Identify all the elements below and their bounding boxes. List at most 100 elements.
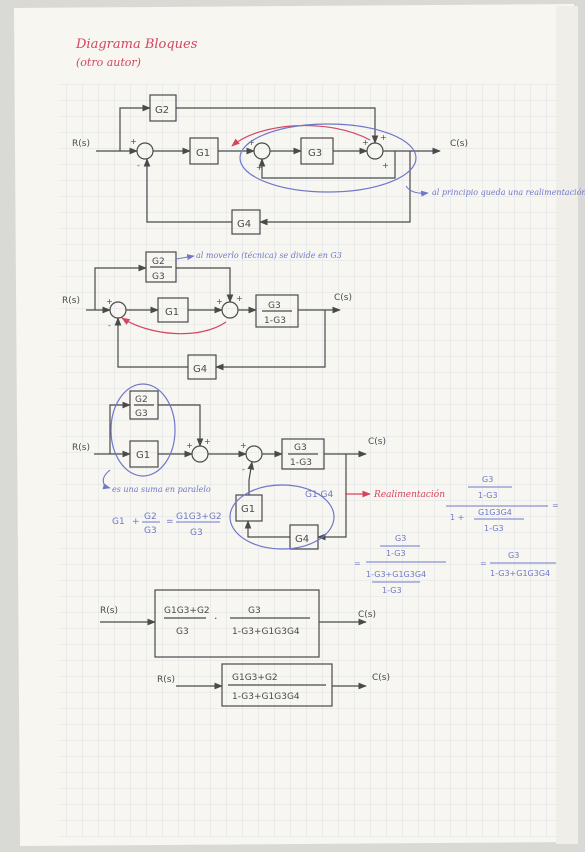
d3-block-top-den: G3 xyxy=(135,409,148,419)
d3-sign-2: + xyxy=(204,437,211,446)
d3-par-rhs-den: G3 xyxy=(190,528,203,538)
f3-den: 1-G3+G1G3G4 xyxy=(490,569,550,578)
d1-sign-2: - xyxy=(137,161,140,170)
d1-g4-feedback-out xyxy=(143,158,232,223)
d5-input-label: R(s) xyxy=(157,675,175,685)
f2-lead-eq: = xyxy=(354,559,361,568)
d3-block-fb-den: 1-G3 xyxy=(290,458,312,468)
d4-output-label: C(s) xyxy=(358,610,376,620)
f2-den: 1-G3+G1G3G4 xyxy=(366,570,426,579)
d1-block-g1-label: G1 xyxy=(196,148,210,159)
d1-sign-6: + xyxy=(380,133,387,142)
f3-num: G3 xyxy=(508,551,519,560)
d3-purple-parallel-ring xyxy=(110,383,176,477)
d2-output-label: C(s) xyxy=(334,293,352,303)
f1-top-num: G3 xyxy=(482,475,493,484)
d3-sign-1: + xyxy=(186,441,193,450)
f2-den-den: 1-G3 xyxy=(382,586,402,595)
d1-block-g2-label: G2 xyxy=(155,105,169,116)
d1-output-label: C(s) xyxy=(450,139,468,149)
f3-eq: = xyxy=(480,559,487,568)
d3-top-branch-in xyxy=(109,401,131,454)
d3-block-g1-label: G1 xyxy=(136,450,150,461)
d2-sign-3: + xyxy=(216,297,223,306)
f1-eq: = xyxy=(552,501,559,510)
d3-block-loop-g4-label: G4 xyxy=(295,534,309,545)
d2-block-g2g3-num: G2 xyxy=(152,257,165,267)
diagram-1: R(s) G1 G3 C(s) G2 G4 + - + + + + + xyxy=(72,94,468,235)
diagram-4: R(s) G1G3+G2 G3 · G3 1-G3+G1G3G4 C(s) xyxy=(100,589,376,658)
d1-g2-branch-in xyxy=(119,104,151,151)
d2-block-g4-label: G4 xyxy=(193,364,207,375)
d3-sign-3: + xyxy=(240,441,247,450)
d3-parallel-formula: G1 + G2 G3 = G1G3+G2 G3 xyxy=(112,512,222,538)
d2-block-g2g3 xyxy=(145,251,177,283)
diagram-2: R(s) G1 G3 1-G3 C(s) G2 G3 G4 + - + + xyxy=(62,251,352,380)
f2-num-den: 1-G3 xyxy=(386,549,406,558)
d3-purple-loop-ring xyxy=(229,484,335,550)
diagram-5: R(s) G1G3+G2 1-G3+G1G3G4 C(s) xyxy=(157,663,390,707)
d3-purple-pointer xyxy=(102,469,111,490)
d3-par-lhs-den: G3 xyxy=(144,526,157,536)
d2-purple-pointer xyxy=(175,254,195,261)
d1-inner-feedback xyxy=(258,151,396,179)
d1-sign-5: + xyxy=(362,138,369,147)
d3-par-rhs-num: G1G3+G2 xyxy=(176,512,222,522)
d1-purple-pointer xyxy=(405,185,429,197)
d3-block-fb-num: G3 xyxy=(294,443,307,453)
d1-input-label: R(s) xyxy=(72,139,90,149)
d3-realim-label: Realimentación xyxy=(373,489,445,500)
d5-output-label: C(s) xyxy=(372,673,390,683)
d4-right-den: 1-G3+G1G3G4 xyxy=(232,627,300,637)
page-title: Diagrama Bloques xyxy=(75,37,198,52)
d3-par-op: + xyxy=(132,517,140,527)
d2-sign-2: - xyxy=(108,321,111,330)
f1-top-den: 1-G3 xyxy=(478,491,498,500)
d3-par-eq: = xyxy=(166,517,174,527)
d2-top-branch-out xyxy=(176,267,234,303)
d2-sign-1: + xyxy=(106,297,113,306)
d5-block xyxy=(221,663,333,707)
d1-sign-3: + xyxy=(248,138,255,147)
d3-realim-formula: G3 1-G3 1 + G1G3G4 1-G3 = G3 1-G3 = 1-G3… xyxy=(354,475,559,595)
d1-g4-feedback-in xyxy=(259,151,411,226)
right-edge-shadow xyxy=(556,6,578,844)
d3-note: es una suma en paralelo xyxy=(112,485,211,494)
page-subtitle: (otro autor) xyxy=(76,56,141,69)
f1-bot-den: 1-G3 xyxy=(484,524,504,533)
d5-num: G1G3+G2 xyxy=(232,673,278,683)
d5-den: 1-G3+G1G3G4 xyxy=(232,692,300,702)
d4-input-label: R(s) xyxy=(100,606,118,616)
d4-left-num: G1G3+G2 xyxy=(164,606,210,616)
d1-block-g4-label: G4 xyxy=(237,219,251,230)
d3-top-branch-out xyxy=(158,404,204,447)
f1-one-plus: 1 + xyxy=(450,513,464,522)
d4-right-num: G3 xyxy=(248,606,261,616)
d3-output-label: C(s) xyxy=(368,437,386,447)
d4-dot: · xyxy=(214,612,218,625)
d1-sign-4: + xyxy=(256,163,263,172)
d3-input-label: R(s) xyxy=(72,443,90,453)
d1-sign-7: + xyxy=(382,161,389,170)
f2-num: G3 xyxy=(395,534,406,543)
d2-block-g2g3-den: G3 xyxy=(152,272,165,282)
d3-par-lhs-a: G1 xyxy=(112,517,125,527)
diagram-3: R(s) G1 G3 1-G3 C(s) G2 G3 G4 G1 + + + - xyxy=(72,390,386,550)
d3-loop-label: G1·G4 xyxy=(305,490,334,500)
d3-block-loop-g1-label: G1 xyxy=(241,504,255,515)
d2-sign-4: + xyxy=(236,294,243,303)
d4-block xyxy=(154,589,320,658)
d1-note: al principio queda una realimentación xyxy=(432,188,585,197)
d3-loop-out xyxy=(247,461,255,495)
d2-top-branch-in xyxy=(94,264,147,310)
d1-sign-1: + xyxy=(130,137,137,146)
grid-area xyxy=(60,84,560,838)
f1-bot-num: G1G3G4 xyxy=(478,508,512,517)
d1-block-g3-label: G3 xyxy=(308,148,322,159)
d3-par-lhs-num: G2 xyxy=(144,512,157,522)
d2-block-g1-label: G1 xyxy=(165,307,179,318)
d2-block-fb xyxy=(255,294,299,328)
d2-input-label: R(s) xyxy=(62,296,80,306)
